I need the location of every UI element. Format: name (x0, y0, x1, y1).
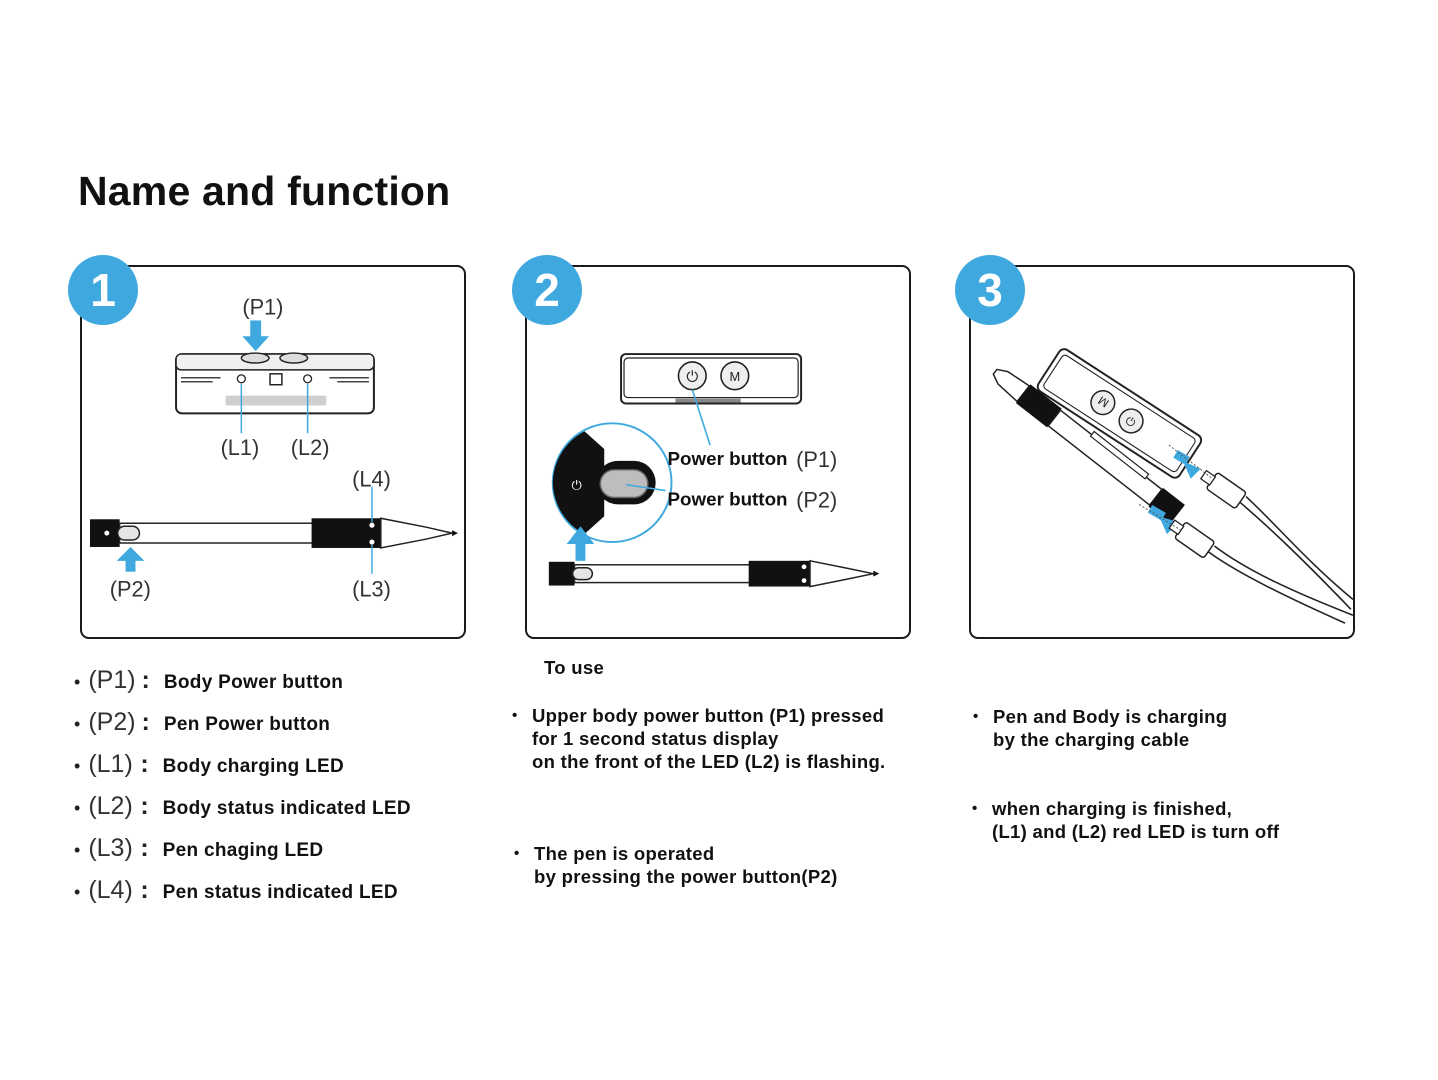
charging-bullet-1: • Pen and Body is charging by the chargi… (973, 705, 1228, 751)
panel-to-use: ⏻ M ⏻ Power button (P1) Power button (P2… (525, 265, 911, 639)
label-p1: (P1) (242, 294, 283, 319)
legend-code: (L1) (88, 750, 133, 778)
pen-power-button-p2 (116, 525, 141, 541)
legend-item-l1: • (L1) : Body charging LED (74, 750, 344, 779)
device-diagram-1: (P1) (L1) (L2) (L4) (P2) (L3) (89, 294, 458, 601)
legend-item-l2: • (L2) : Body status indicated LED (74, 792, 411, 821)
line: for 1 second status display (532, 728, 779, 749)
bullet: • (512, 707, 518, 724)
line: when charging is finished, (992, 798, 1233, 819)
panel-charging: M ⏻ (969, 265, 1355, 639)
legend-item-l4: • (L4) : Pen status indicated LED (74, 876, 398, 905)
bullet: • (74, 756, 81, 776)
bullet: • (74, 798, 81, 818)
step-badge-3: 3 (955, 255, 1025, 325)
step-badge-1: 1 (68, 255, 138, 325)
line: by pressing the power button(P2) (534, 866, 838, 887)
legend-code: (L3) (88, 834, 133, 862)
line: Upper body power button (P1) pressed (532, 705, 885, 726)
legend-colon: : (140, 792, 149, 820)
label-p2-code: (P2) (796, 487, 837, 512)
device-diagram-2: ⏻ M ⏻ Power button (P1) Power button (P2… (548, 353, 880, 588)
legend-colon: : (141, 666, 150, 694)
mode-button (279, 352, 309, 364)
legend-desc: Pen Power button (163, 714, 331, 735)
label-p2-text: Power button (668, 488, 788, 509)
line: Pen and Body is charging (993, 706, 1228, 727)
label-p2: (P2) (110, 576, 151, 601)
bullet: • (972, 800, 978, 817)
label-l2: (L2) (291, 435, 330, 460)
pen-power-button-p2 (599, 469, 649, 499)
legend-desc: Body Power button (163, 672, 344, 693)
power-button-p1 (240, 352, 270, 364)
legend-code: (P2) (88, 708, 136, 736)
legend-colon: : (140, 876, 149, 904)
page-title: Name and function (78, 168, 451, 214)
legend-desc: Body status indicated LED (162, 798, 411, 819)
led-l1 (236, 374, 246, 384)
step-badge-2: 2 (512, 255, 582, 325)
bullet: • (74, 672, 81, 692)
legend-desc: Pen status indicated LED (162, 882, 398, 903)
power-icon: ⏻ (571, 478, 581, 493)
legend-code: (L4) (88, 876, 133, 904)
mode-icon: M (729, 369, 740, 384)
line: (L1) and (L2) red LED is turn off (992, 821, 1280, 842)
mode-button (720, 361, 750, 391)
bullet: • (973, 708, 979, 725)
label-l4: (L4) (352, 467, 391, 492)
legend-code: (L2) (88, 792, 133, 820)
legend-item-p1: • (P1) : Body Power button (74, 666, 343, 695)
led-l3 (369, 539, 375, 545)
bullet: • (74, 882, 81, 902)
legend-colon: : (140, 834, 149, 862)
led-l4 (369, 522, 375, 528)
label-p1-text: Power button (668, 448, 788, 469)
legend-desc: Body charging LED (162, 756, 345, 777)
bullet: • (514, 845, 520, 862)
legend-colon: : (141, 708, 150, 736)
line: The pen is operated (534, 843, 715, 864)
led-l2 (303, 374, 313, 384)
bullet: • (74, 840, 81, 860)
charging-bullet-2: • when charging is finished, (L1) and (L… (972, 797, 1280, 843)
to-use-bullet-1: • Upper body power button (P1) pressed f… (512, 704, 886, 773)
device-diagram-3: M ⏻ (992, 348, 1354, 624)
bullet: • (74, 714, 81, 734)
legend-colon: : (140, 750, 149, 778)
to-use-bullet-2: • The pen is operated by pressing the po… (514, 842, 838, 888)
legend-code: (P1) (88, 666, 136, 694)
power-icon: ⏻ (686, 370, 698, 386)
legend-desc: Pen chaging LED (162, 840, 324, 861)
line: by the charging cable (993, 729, 1190, 750)
legend-item-p2: • (P2) : Pen Power button (74, 708, 330, 737)
to-use-heading: To use (544, 657, 605, 678)
label-l1: (L1) (221, 435, 260, 460)
panel-name-and-function: (P1) (L1) (L2) (L4) (P2) (L3) (80, 265, 466, 639)
label-l3: (L3) (352, 576, 391, 601)
legend-item-l3: • (L3) : Pen chaging LED (74, 834, 323, 863)
line: on the front of the LED (L2) is flashing… (532, 751, 886, 772)
label-p1-code: (P1) (796, 447, 837, 472)
